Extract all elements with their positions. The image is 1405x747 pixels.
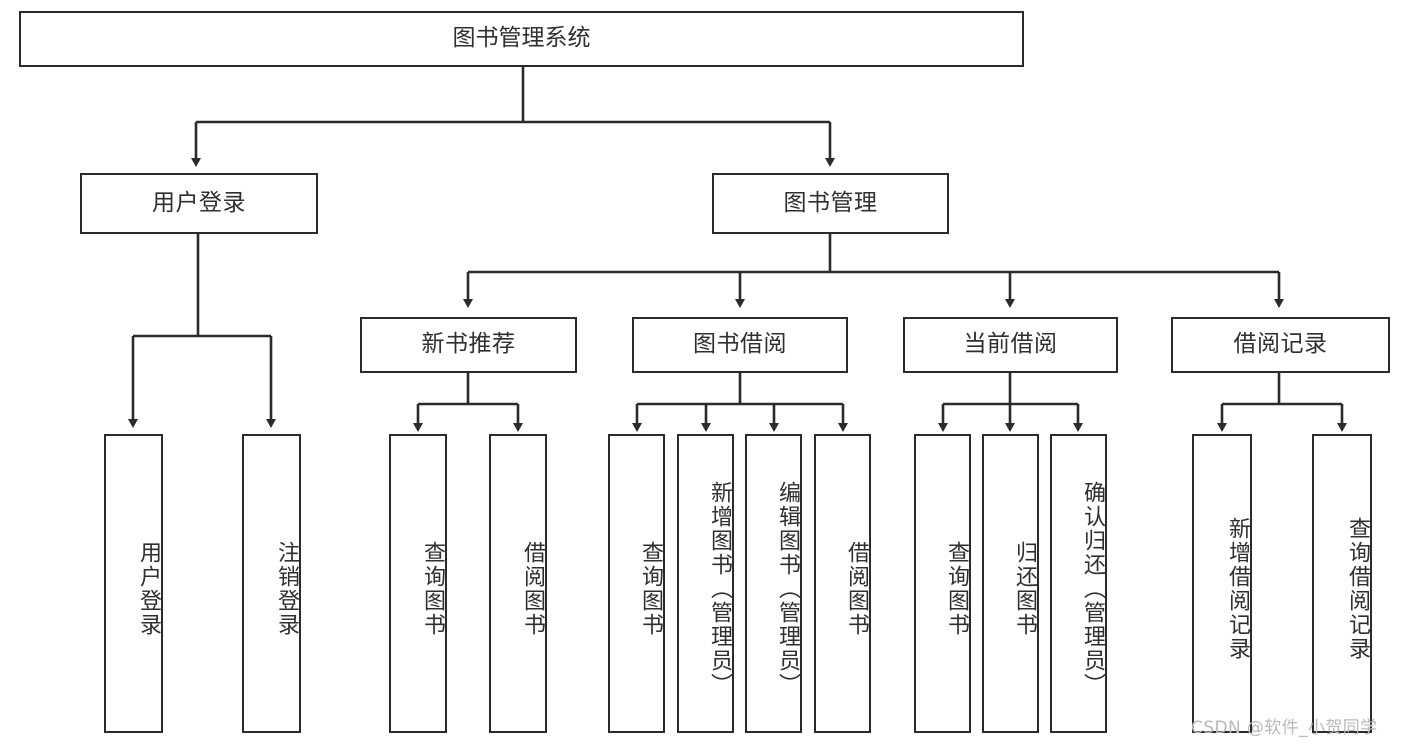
node-leaf-return-book[interactable]: 归还图书 <box>982 434 1039 733</box>
node-leaf-query-book-3-label: 查询图书 <box>944 540 969 637</box>
node-leaf-add-book[interactable]: 新增图书（管理员） <box>677 434 734 733</box>
node-leaf-user-login[interactable]: 用户登录 <box>104 434 163 733</box>
node-leaf-add-record-label: 新增借阅记录 <box>1225 516 1250 661</box>
node-leaf-borrow-book-2[interactable]: 借阅图书 <box>814 434 871 733</box>
node-leaf-add-record[interactable]: 新增借阅记录 <box>1192 434 1252 733</box>
node-leaf-edit-book[interactable]: 编辑图书（管理员） <box>745 434 802 733</box>
node-leaf-user-login-label: 用户登录 <box>136 540 161 637</box>
node-leaf-query-record-label: 查询借阅记录 <box>1345 516 1370 661</box>
node-book-borrow[interactable]: 图书借阅 <box>632 317 848 373</box>
node-borrow-record[interactable]: 借阅记录 <box>1171 317 1390 373</box>
node-book-manage[interactable]: 图书管理 <box>712 173 949 234</box>
node-leaf-borrow-book-1[interactable]: 借阅图书 <box>489 434 547 733</box>
node-borrow-record-label: 借阅记录 <box>1233 331 1328 358</box>
node-leaf-user-logout[interactable]: 注销登录 <box>242 434 301 733</box>
node-book-borrow-label: 图书借阅 <box>693 331 787 358</box>
node-leaf-borrow-book-1-label: 借阅图书 <box>520 540 545 637</box>
node-new-book-recommend[interactable]: 新书推荐 <box>360 317 577 373</box>
node-leaf-query-book-3[interactable]: 查询图书 <box>914 434 971 733</box>
node-leaf-edit-book-label: 编辑图书（管理员） <box>775 480 800 697</box>
node-leaf-confirm-return-label: 确认归还（管理员） <box>1080 480 1105 697</box>
node-leaf-query-book-1-label: 查询图书 <box>420 540 445 637</box>
node-leaf-user-logout-label: 注销登录 <box>274 540 299 637</box>
node-root-label: 图书管理系统 <box>452 25 591 52</box>
node-leaf-return-book-label: 归还图书 <box>1012 540 1037 637</box>
node-book-manage-label: 图书管理 <box>783 189 878 216</box>
node-root[interactable]: 图书管理系统 <box>19 11 1024 67</box>
node-user-login-label: 用户登录 <box>152 189 246 216</box>
node-leaf-query-book-1[interactable]: 查询图书 <box>389 434 447 733</box>
node-new-book-recommend-label: 新书推荐 <box>421 331 516 358</box>
watermark: CSDN @软件_小贺同学 <box>1191 718 1378 738</box>
node-current-borrow[interactable]: 当前借阅 <box>903 317 1118 373</box>
node-current-borrow-label: 当前借阅 <box>963 331 1058 358</box>
node-leaf-query-record[interactable]: 查询借阅记录 <box>1312 434 1372 733</box>
node-leaf-query-book-2-label: 查询图书 <box>638 540 663 637</box>
node-leaf-add-book-label: 新增图书（管理员） <box>707 480 732 697</box>
node-leaf-borrow-book-2-label: 借阅图书 <box>844 540 869 637</box>
node-leaf-confirm-return[interactable]: 确认归还（管理员） <box>1050 434 1107 733</box>
node-leaf-query-book-2[interactable]: 查询图书 <box>608 434 665 733</box>
node-user-login[interactable]: 用户登录 <box>80 173 318 234</box>
